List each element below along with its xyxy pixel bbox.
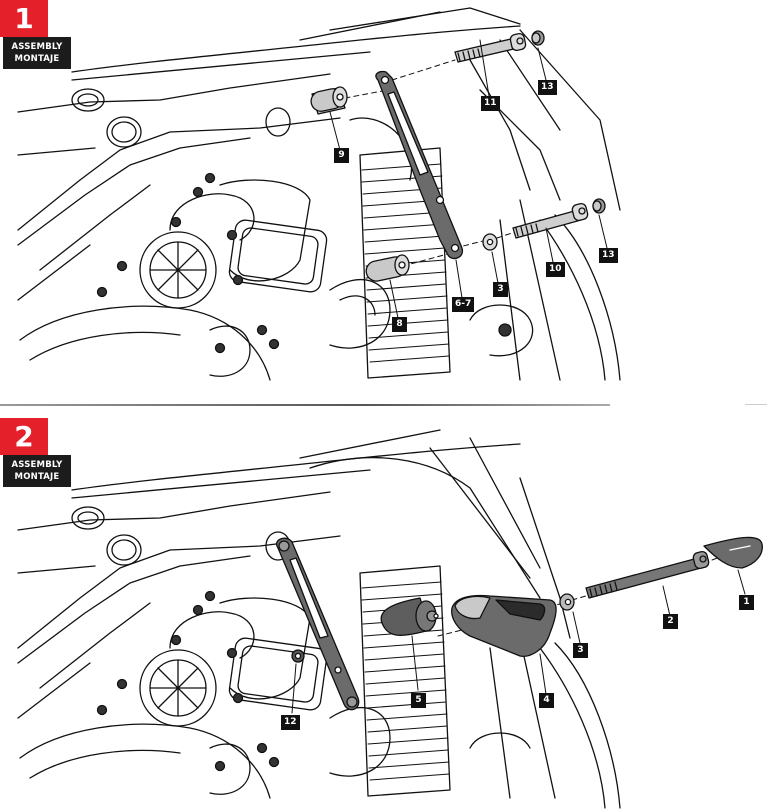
frame-bosses: [71, 506, 291, 566]
part-callout-5: 5: [411, 693, 426, 708]
part-callout-12: 12: [281, 715, 300, 730]
part-callout-1: 1: [739, 595, 754, 610]
motorcycle-frame: [17, 7, 621, 301]
spacer-icon: [365, 254, 410, 282]
frame-bosses: [71, 88, 291, 148]
part-callout-2: 2: [663, 614, 678, 629]
washer-icon: [482, 233, 498, 251]
callout-leaders: [329, 39, 608, 319]
cap-icon: [531, 30, 545, 46]
assembly-guide-lines: [344, 59, 516, 267]
step-label-spanish: MONTAJE: [14, 54, 60, 64]
step-1-illustration: [17, 7, 621, 381]
step-label: ASSEMBLY MONTAJE: [3, 37, 71, 69]
part-callout-9: 9: [334, 148, 349, 163]
bracket-icon: [275, 537, 360, 711]
engine-block: [19, 597, 391, 799]
motorcycle-frame: [17, 429, 571, 719]
step-label-english: ASSEMBLY: [11, 460, 63, 470]
bolt-icon: [512, 202, 589, 239]
step-divider-fragment: [745, 404, 767, 405]
engine-block: [19, 179, 391, 381]
assembly-step-1: 1 ASSEMBLY MONTAJE 11 13 9 13 10 3 6-7 8: [0, 0, 776, 400]
frame-slider-icon: [451, 594, 557, 657]
callout-leaders: [291, 569, 746, 714]
step-divider: [0, 404, 610, 406]
step-label: ASSEMBLY MONTAJE: [3, 455, 71, 487]
part-callout-3: 3: [573, 643, 588, 658]
part-callout-11: 11: [481, 96, 500, 111]
spacer-icon: [310, 86, 348, 115]
radiator: [359, 565, 451, 797]
bracket-icon: [375, 70, 464, 260]
step-number-badge: 2: [0, 418, 48, 455]
step-number-badge: 1: [0, 0, 48, 37]
part-callout-13: 13: [599, 248, 618, 263]
cap-icon: [592, 198, 606, 214]
step-label-english: ASSEMBLY: [11, 42, 63, 52]
front-fork: [469, 199, 621, 381]
end-cap-icon: [703, 536, 763, 569]
assembly-step-2: 2 ASSEMBLY MONTAJE 1 2 3 5 4 12: [0, 418, 776, 812]
engine-bolts: [96, 590, 280, 772]
part-callout-13: 13: [538, 80, 557, 95]
spacer-icon: [380, 597, 439, 636]
part-callout-8: 8: [392, 317, 407, 332]
part-callout-4: 4: [539, 693, 554, 708]
step-label-spanish: MONTAJE: [14, 472, 60, 482]
nut-icon: [291, 649, 305, 663]
bolt-icon: [454, 32, 527, 63]
engine-bolts: [96, 172, 280, 354]
part-callout-3: 3: [493, 282, 508, 297]
bolt-icon: [585, 550, 710, 599]
step-2-illustration: [17, 429, 763, 809]
part-callout-6-7: 6-7: [452, 297, 475, 312]
washer-icon: [559, 593, 575, 611]
part-callout-10: 10: [546, 262, 565, 277]
front-fork: [469, 637, 621, 809]
